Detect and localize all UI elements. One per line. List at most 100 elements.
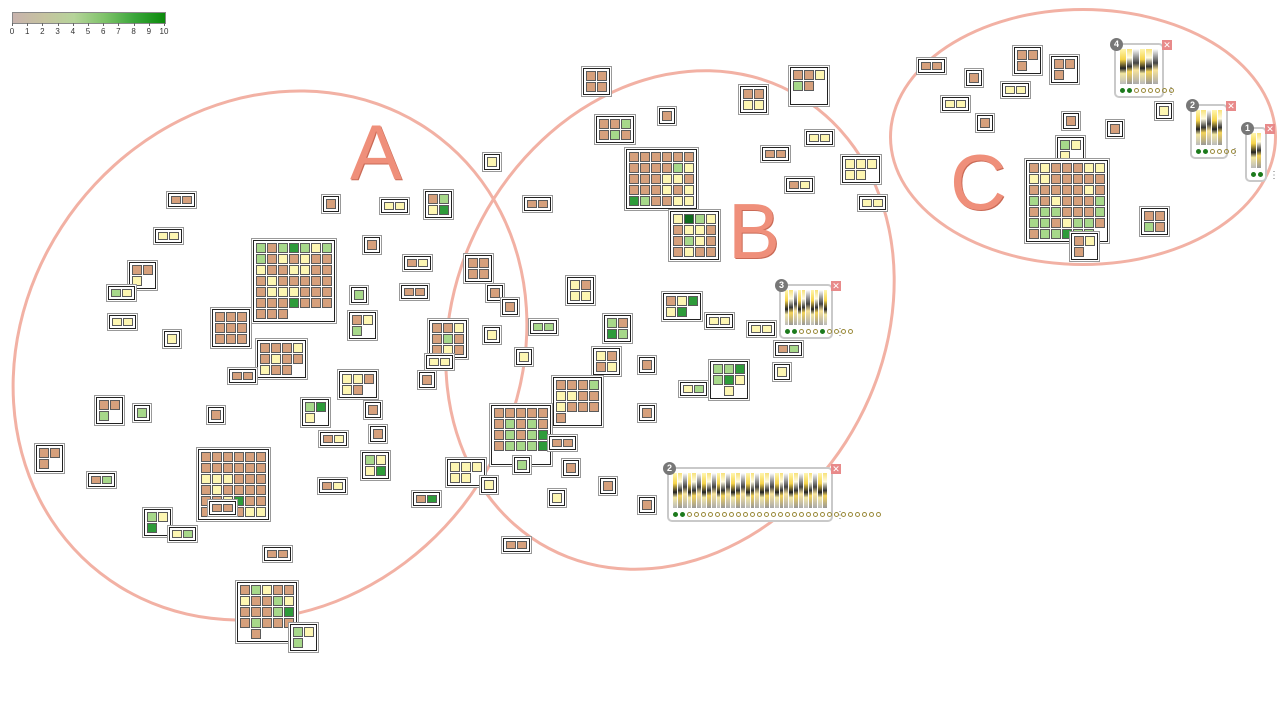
card-dot[interactable] <box>750 512 755 517</box>
node-tile[interactable] <box>429 320 467 358</box>
card-dot[interactable] <box>785 512 790 517</box>
node-tile[interactable] <box>774 364 790 380</box>
node-tile[interactable] <box>1002 83 1029 97</box>
card-close-icon[interactable]: ✕ <box>1162 40 1172 50</box>
card-dot[interactable] <box>1196 149 1201 154</box>
card-close-icon[interactable]: ✕ <box>831 464 841 474</box>
node-tile[interactable] <box>1156 103 1172 119</box>
card-dot[interactable] <box>820 329 825 334</box>
node-tile[interactable] <box>806 131 833 145</box>
card-dot[interactable] <box>1127 88 1132 93</box>
summary-card[interactable]: 2✕⋮ <box>1186 99 1240 159</box>
node-tile[interactable] <box>425 191 452 218</box>
card-dot[interactable] <box>841 512 846 517</box>
node-tile[interactable] <box>144 509 171 536</box>
node-tile[interactable] <box>604 315 631 342</box>
card-dot[interactable] <box>757 512 762 517</box>
summary-card[interactable]: 3✕⋮ <box>775 279 853 339</box>
card-dot[interactable] <box>792 512 797 517</box>
node-tile[interactable] <box>264 547 291 561</box>
card-dot[interactable] <box>1120 88 1125 93</box>
card-dot[interactable] <box>876 512 881 517</box>
node-tile[interactable] <box>229 369 256 383</box>
card-dot[interactable] <box>841 329 846 334</box>
node-tile[interactable] <box>208 407 224 423</box>
card-dot[interactable] <box>806 329 811 334</box>
card-dot[interactable] <box>778 512 783 517</box>
card-dot[interactable] <box>813 329 818 334</box>
node-tile[interactable] <box>465 255 492 282</box>
card-dot[interactable] <box>799 329 804 334</box>
node-tile[interactable] <box>740 86 767 113</box>
node-tile[interactable] <box>237 582 297 642</box>
card-dot[interactable] <box>820 512 825 517</box>
card-more-icon[interactable]: ⋮ <box>835 510 845 521</box>
card-dot[interactable] <box>1251 172 1256 177</box>
node-tile[interactable] <box>790 67 828 105</box>
node-tile[interactable] <box>320 432 347 446</box>
node-tile[interactable] <box>626 149 697 209</box>
card-dot[interactable] <box>1231 149 1236 154</box>
node-tile[interactable] <box>36 445 63 472</box>
node-tile[interactable] <box>319 479 346 493</box>
node-tile[interactable] <box>966 70 982 86</box>
card-more-icon[interactable]: ⋮ <box>1230 147 1240 158</box>
card-dot[interactable] <box>736 512 741 517</box>
card-dot[interactable] <box>1155 88 1160 93</box>
node-tile[interactable] <box>748 322 775 336</box>
node-tile[interactable] <box>1141 208 1168 235</box>
card-close-icon[interactable]: ✕ <box>1265 124 1275 134</box>
node-tile[interactable] <box>1026 160 1108 242</box>
card-close-icon[interactable]: ✕ <box>831 281 841 291</box>
node-tile[interactable] <box>706 314 733 328</box>
node-tile[interactable] <box>129 262 156 289</box>
node-tile[interactable] <box>481 477 497 493</box>
node-tile[interactable] <box>659 108 675 124</box>
node-tile[interactable] <box>164 331 180 347</box>
card-dot[interactable] <box>1134 88 1139 93</box>
card-dot[interactable] <box>1210 149 1215 154</box>
card-more-icon[interactable]: ⋮ <box>1269 170 1279 181</box>
node-tile[interactable] <box>859 196 886 210</box>
node-tile[interactable] <box>553 377 602 426</box>
node-tile[interactable] <box>977 115 993 131</box>
node-tile[interactable] <box>1071 233 1098 260</box>
card-dot[interactable] <box>862 512 867 517</box>
node-tile[interactable] <box>593 348 620 375</box>
node-tile[interactable] <box>600 478 616 494</box>
card-dot[interactable] <box>834 512 839 517</box>
node-tile[interactable] <box>918 59 945 73</box>
node-tile[interactable] <box>109 315 136 329</box>
node-tile[interactable] <box>663 293 701 320</box>
node-tile[interactable] <box>514 457 530 473</box>
node-tile[interactable] <box>257 340 306 378</box>
node-tile[interactable] <box>762 147 789 161</box>
node-tile[interactable] <box>530 320 557 334</box>
card-close-icon[interactable]: ✕ <box>1226 101 1236 111</box>
card-dot[interactable] <box>729 512 734 517</box>
node-tile[interactable] <box>96 397 123 424</box>
node-tile[interactable] <box>563 460 579 476</box>
node-tile[interactable] <box>404 256 431 270</box>
node-tile[interactable] <box>516 349 532 365</box>
card-dot[interactable] <box>1148 88 1153 93</box>
node-tile[interactable] <box>108 286 135 300</box>
node-tile[interactable] <box>639 405 655 421</box>
node-tile[interactable] <box>370 426 386 442</box>
node-tile[interactable] <box>419 372 435 388</box>
card-more-icon[interactable]: ⋮ <box>1166 86 1176 97</box>
node-tile[interactable] <box>362 452 389 479</box>
node-tile[interactable] <box>583 68 610 95</box>
node-tile[interactable] <box>1057 137 1084 164</box>
node-tile[interactable] <box>942 97 969 111</box>
node-tile[interactable] <box>339 371 377 398</box>
card-dot[interactable] <box>792 329 797 334</box>
card-dot[interactable] <box>1169 88 1174 93</box>
card-dot[interactable] <box>799 512 804 517</box>
node-tile[interactable] <box>349 312 376 339</box>
card-dot[interactable] <box>743 512 748 517</box>
summary-card[interactable]: 2✕⋮ <box>663 462 881 522</box>
card-dot[interactable] <box>764 512 769 517</box>
node-tile[interactable] <box>323 196 339 212</box>
